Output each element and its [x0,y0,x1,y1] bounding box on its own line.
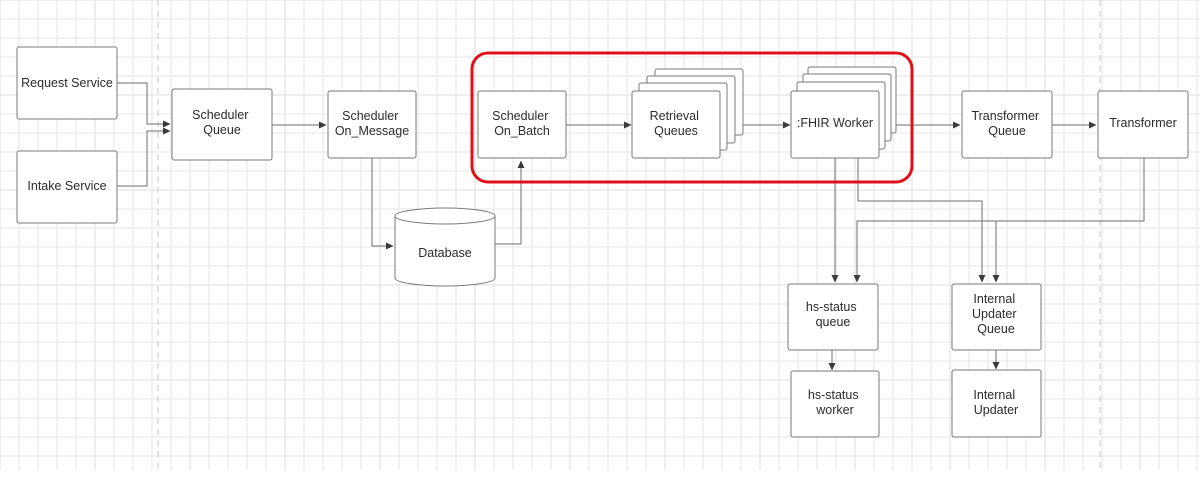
svg-text:hs-status worker: hs-status worker [808,388,862,417]
svg-text:Internal Updater: Internal Updater [973,388,1018,417]
node-label-line: On_Message [335,124,409,138]
svg-text:Scheduler Queue: Scheduler Queue [192,108,252,137]
node-label-line: Transformer [971,109,1039,123]
node-label-line: hs-status [808,388,859,402]
node-database: Database [394,207,496,287]
edge-transformer-to-status-queues [853,158,1145,283]
node-label-line: Queue [203,123,241,137]
node-hs-status-queue: hs-status queue [787,283,879,351]
node-fhir-worker: :FHIR Worker [790,66,897,159]
svg-text:Internal Updater Q: Internal Updater Queue [972,292,1020,336]
edge-request-to-scheduler-queue [117,82,171,128]
node-transformer: Transformer [1097,90,1189,159]
node-label-line: Queues [654,124,698,138]
node-label-line: queue [816,315,851,329]
svg-text:Scheduler On_Message: Scheduler On_Message [335,109,409,138]
node-retrieval-queues: Retrieval Queues [631,68,744,159]
node-scheduler-queue: Scheduler Queue [171,88,273,161]
edge-intake-to-scheduler-queue [117,127,171,187]
node-label-line: Queue [977,322,1015,336]
node-internal-updater: Internal Updater [951,369,1042,438]
node-label-line: Scheduler [192,108,248,122]
node-label-line: Queue [988,124,1026,138]
node-label-line: Scheduler [342,109,398,123]
node-label: :FHIR Worker [797,116,873,130]
node-transformer-queue: Transformer Queue [961,90,1053,159]
node-label: Intake Service [27,179,106,193]
node-scheduler-on-batch: Scheduler On_Batch [477,90,567,159]
node-label-line: Scheduler [492,109,548,123]
node-label-line: hs-status [806,300,857,314]
edge-database-to-on-batch [495,160,525,245]
svg-text:Scheduler On_Batch: Scheduler On_Batch [492,109,552,138]
node-label-line: Retrieval [650,109,699,123]
edges [117,82,1145,371]
edge-on-message-to-database [371,158,394,250]
svg-text:Transformer Queue: Transformer Queue [971,109,1042,138]
edge-fhir-to-internal-updater-queue [857,158,986,283]
node-label-line: Internal [973,388,1015,402]
node-request-service: Request Service [16,46,118,120]
node-label: Transformer [1109,116,1177,130]
node-scheduler-on-message: Scheduler On_Message [327,90,417,159]
node-hs-status-worker: hs-status worker [790,370,880,438]
node-label-line: On_Batch [494,124,550,138]
highlight-outline [470,51,914,184]
node-label: Database [418,246,472,260]
node-intake-service: Intake Service [16,150,118,224]
node-label-line: Internal [973,292,1015,306]
node-label-line: Updater [972,307,1016,321]
svg-text:hs-status queue: hs-status queue [806,300,860,329]
node-label-line: worker [815,403,854,417]
node-label: Request Service [21,76,113,90]
node-internal-updater-queue: Internal Updater Queue [951,283,1042,351]
svg-text:Retrieval Queues: Retrieval Queues [650,109,703,138]
node-label-line: Updater [974,403,1018,417]
